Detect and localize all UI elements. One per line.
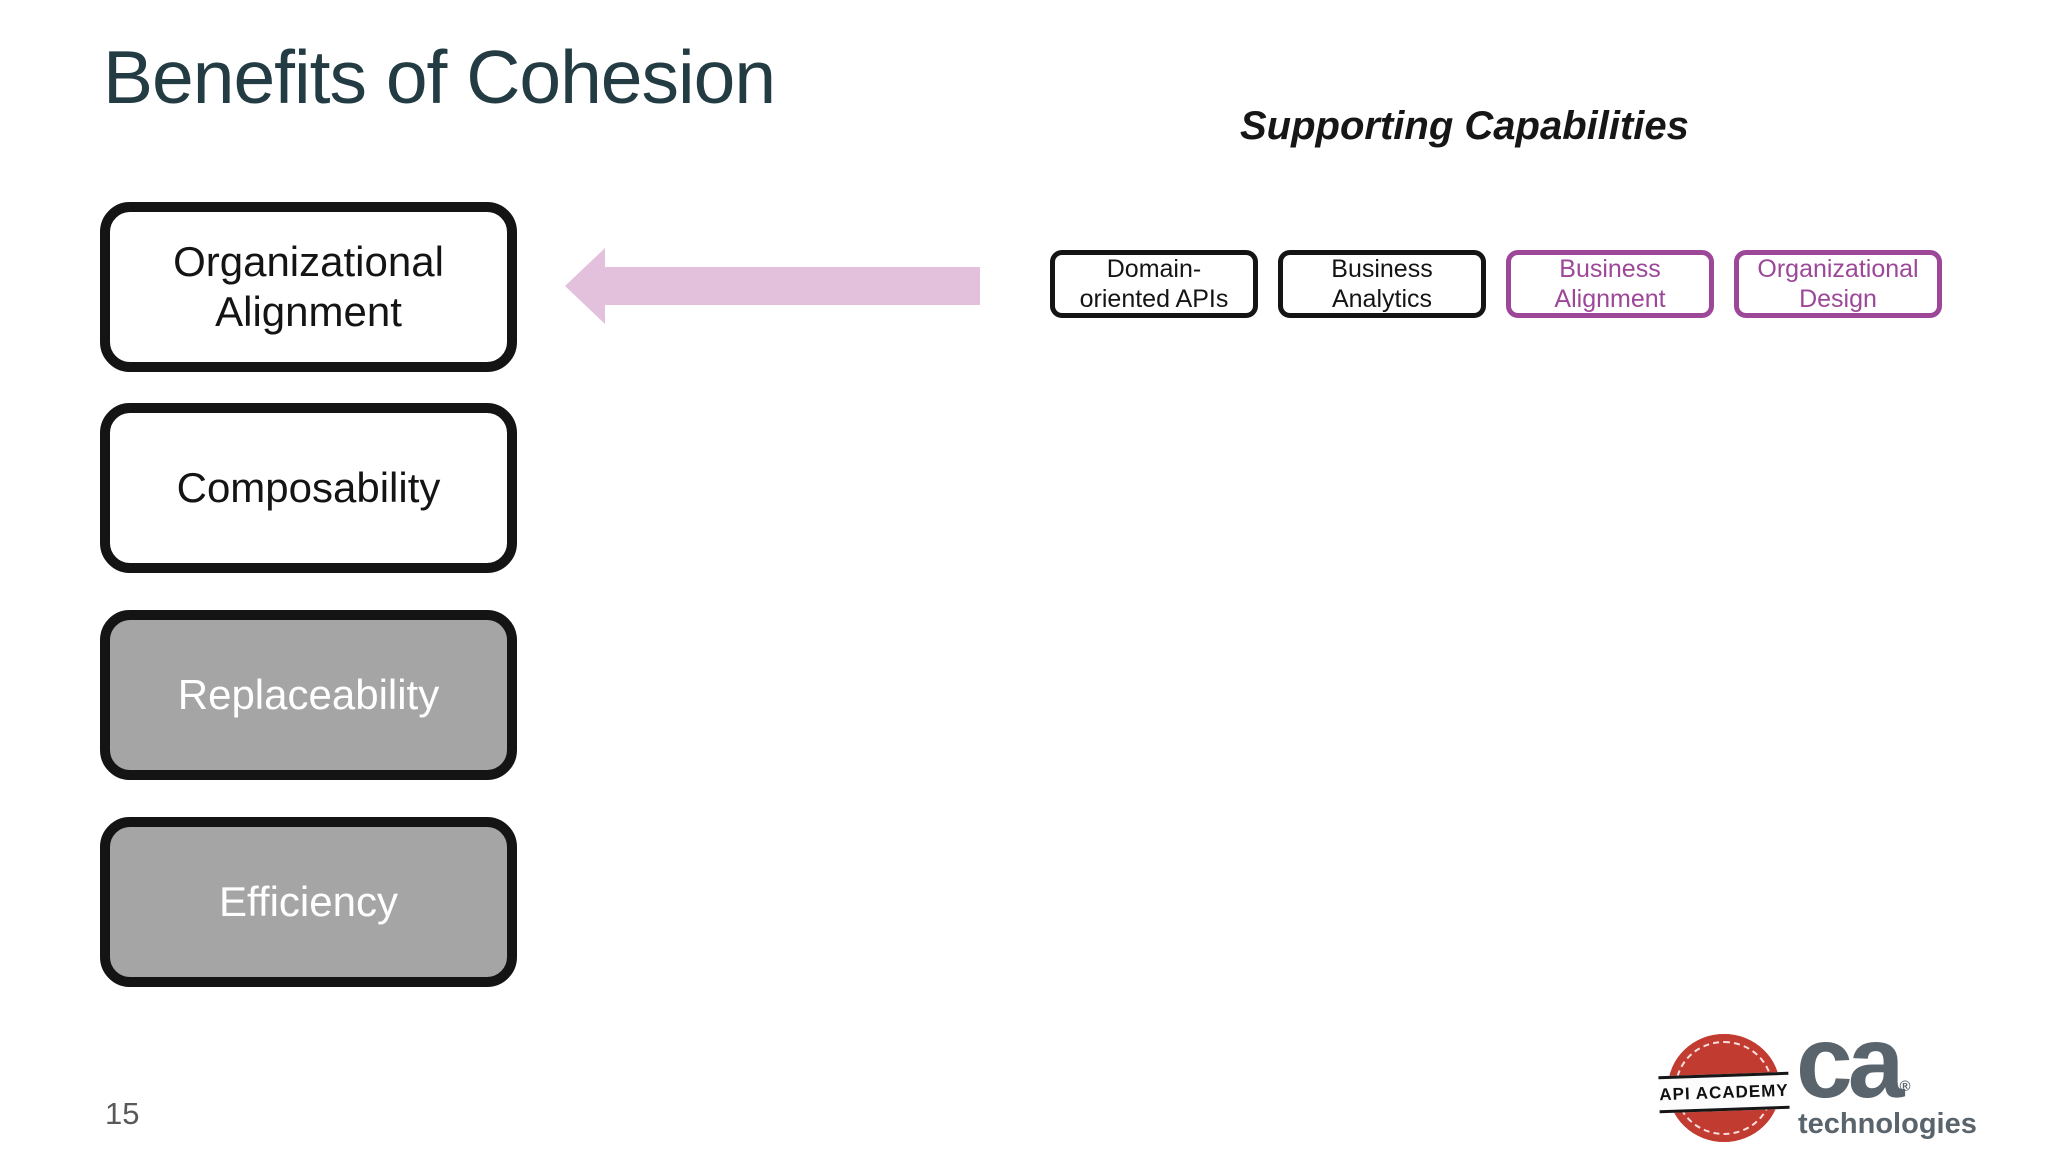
ca-technologies-logo: ca® technologies: [1796, 1005, 2016, 1141]
benefit-box-efficiency: Efficiency: [100, 817, 517, 987]
api-academy-label: API ACADEMY: [1658, 1080, 1789, 1104]
capability-box-domain-oriented-apis: Domain- oriented APIs: [1050, 250, 1258, 318]
api-academy-banner: API ACADEMY: [1658, 1071, 1790, 1114]
api-academy-ribbon-icon: [1714, 1118, 1734, 1130]
capability-box-business-alignment: Business Alignment: [1506, 250, 1714, 318]
api-academy-logo: API ACADEMY: [1658, 1034, 1790, 1142]
benefit-box-composability: Composability: [100, 403, 517, 573]
page-title: Benefits of Cohesion: [103, 35, 776, 119]
supporting-capabilities-heading: Supporting Capabilities: [1240, 104, 1689, 148]
capability-box-organizational-design: Organizational Design: [1734, 250, 1942, 318]
capability-box-business-analytics: Business Analytics: [1278, 250, 1486, 318]
page-number: 15: [105, 1096, 140, 1131]
benefit-box-replaceability: Replaceability: [100, 610, 517, 780]
benefit-box-organizational-alignment: Organizational Alignment: [100, 202, 517, 372]
left-arrow-icon: [565, 248, 980, 324]
registered-trademark-icon: ®: [1899, 1078, 1911, 1095]
ca-wordmark: ca: [1796, 1005, 1904, 1119]
ca-technologies-subtext: technologies: [1798, 1107, 1977, 1140]
